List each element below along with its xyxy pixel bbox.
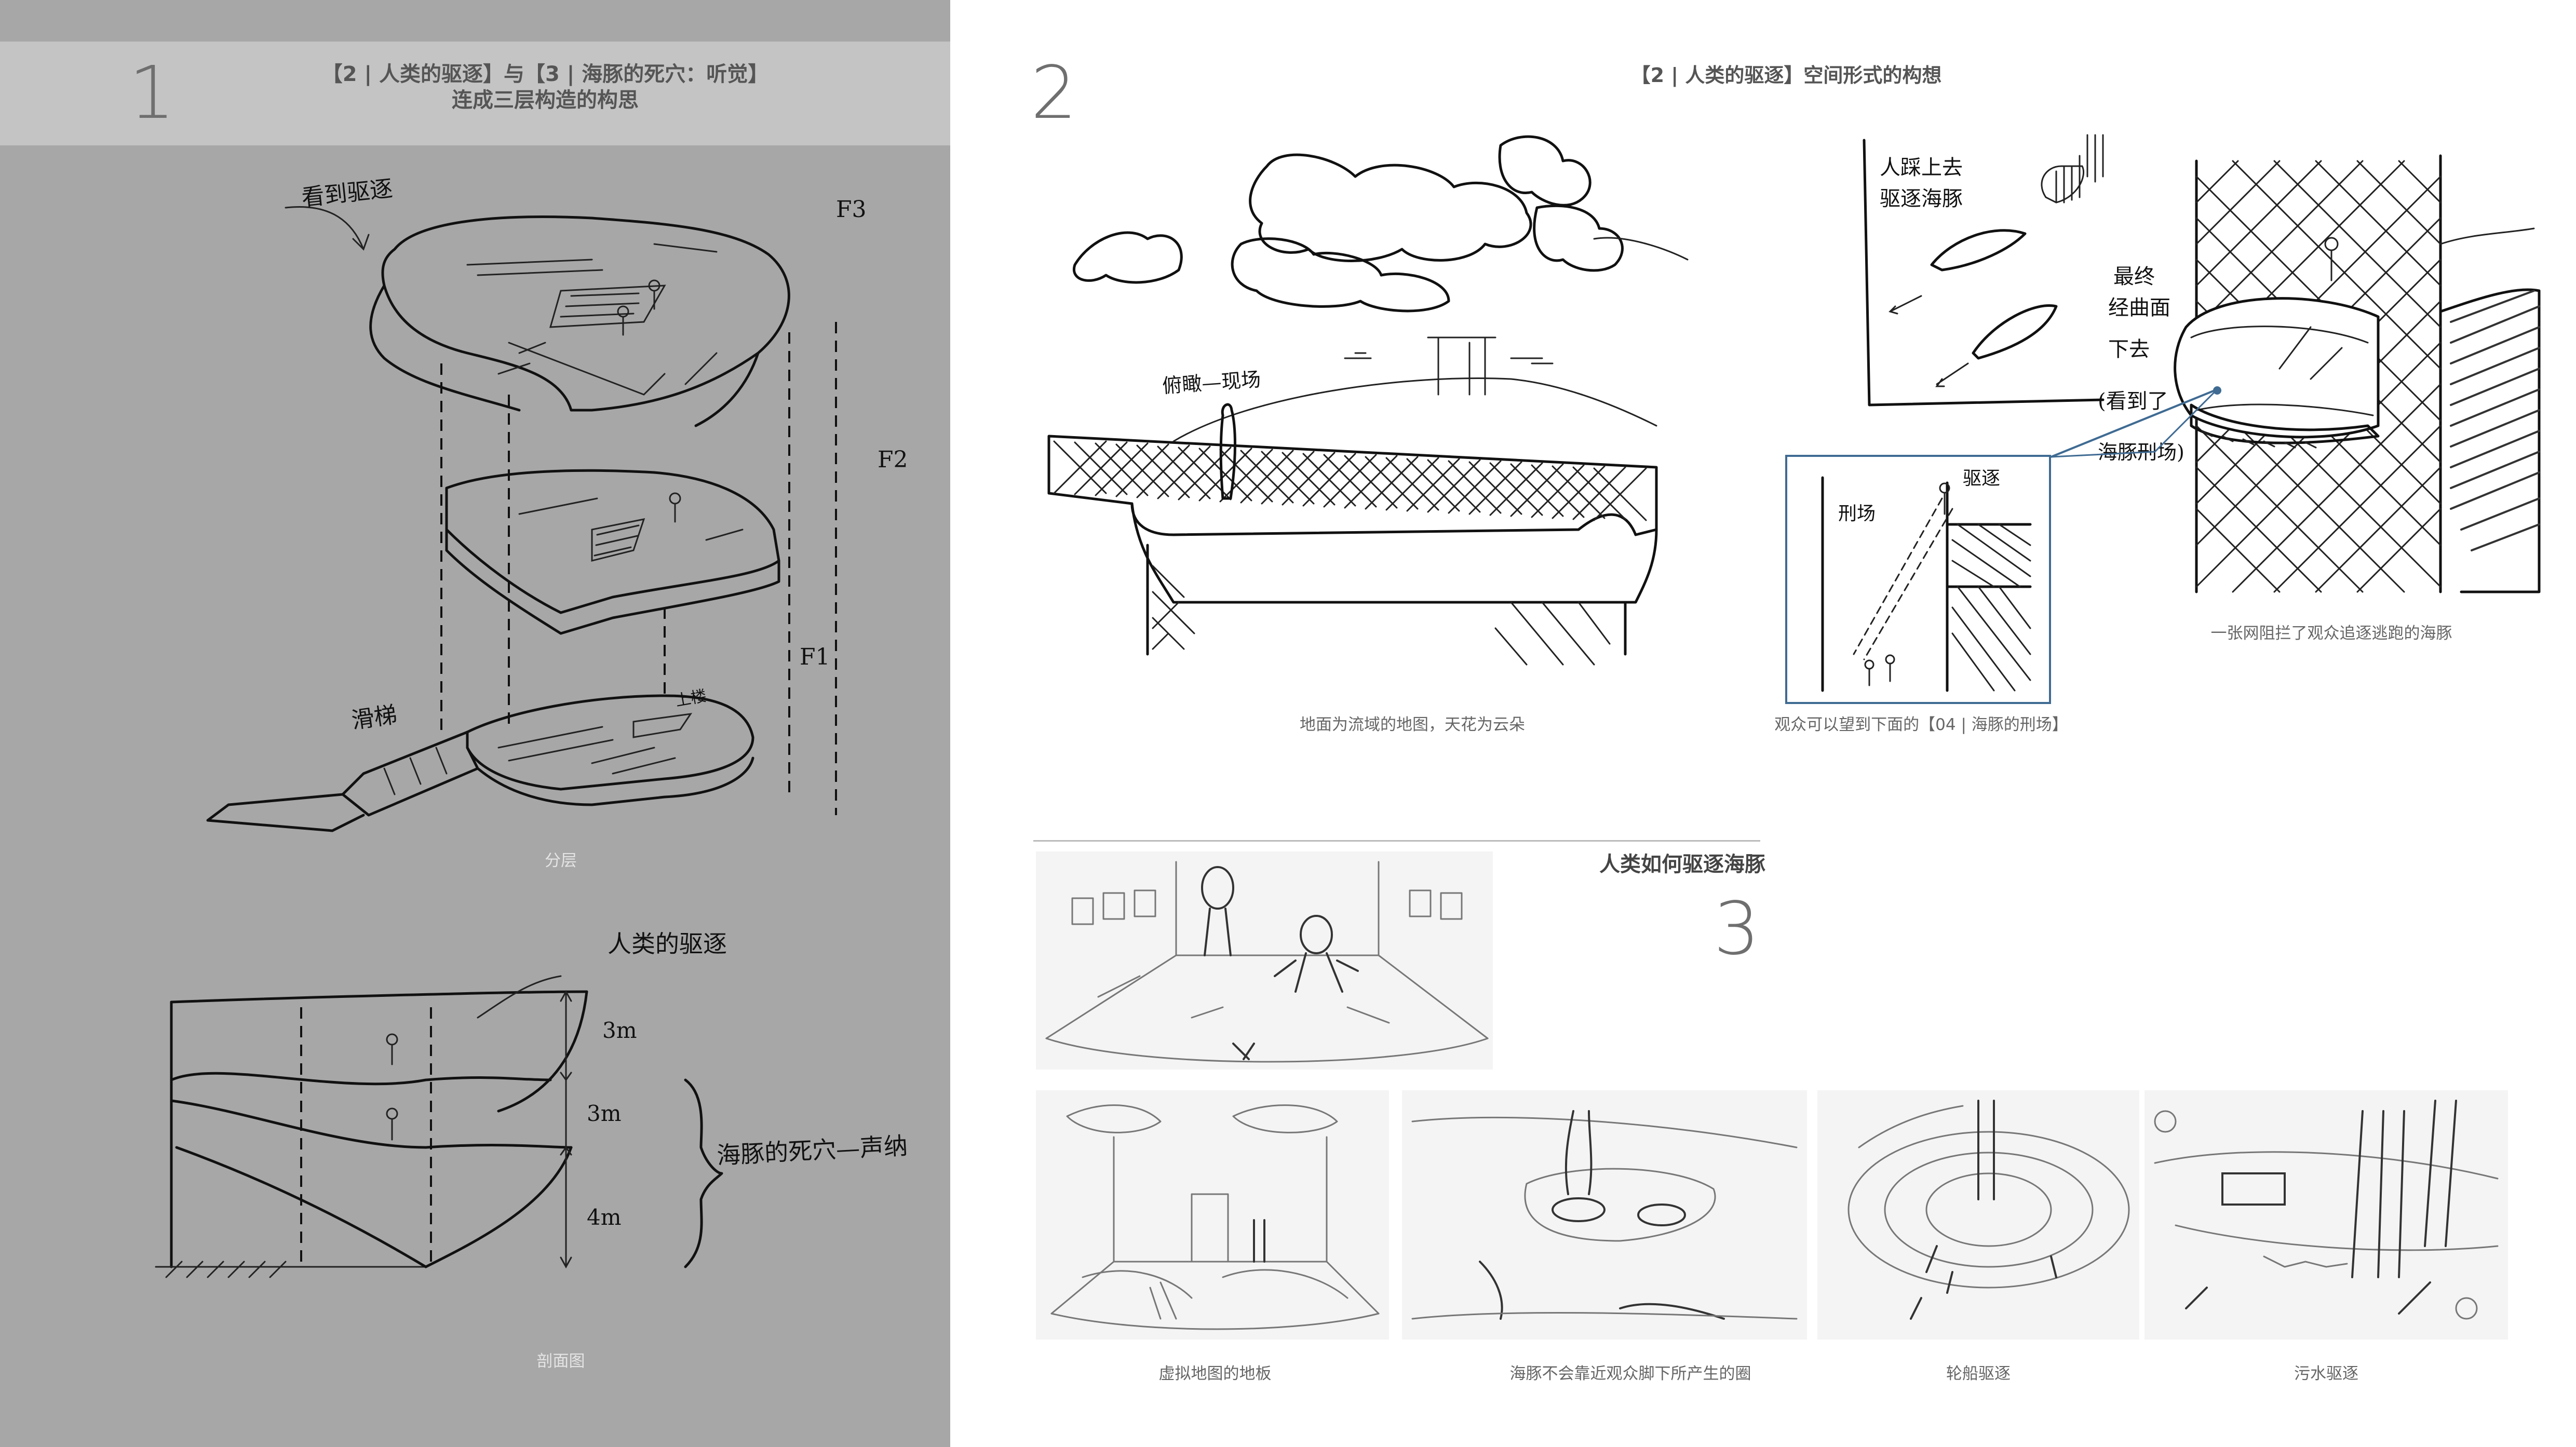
inset-sketch bbox=[1802, 467, 2035, 696]
sketch-b-note-final: 最终 bbox=[2113, 265, 2155, 289]
sketch-b-note-final4: (看到了 bbox=[2098, 389, 2168, 413]
section1-title-line2: 连成三层构造的构思 bbox=[452, 88, 639, 112]
pencil-circle-sketch bbox=[1402, 1090, 1807, 1340]
section3-title: 人类如何驱逐海豚 bbox=[1599, 853, 1765, 876]
axon-caption: 分层 bbox=[545, 851, 577, 870]
sketch-b-caption: 观众可以望到下面的【04 | 海豚的刑场】 bbox=[1774, 715, 2068, 734]
section2-number: 2 bbox=[1031, 51, 1077, 136]
axon-note-f3: F3 bbox=[836, 196, 867, 223]
sketch-a-caption: 地面为流域的地图，天花为云朵 bbox=[1300, 715, 1525, 734]
pencil-map-floor-frame bbox=[1036, 1090, 1389, 1340]
sketch-dolphin-drive bbox=[1859, 135, 2108, 415]
pencil-room-frame bbox=[1036, 851, 1493, 1070]
inset-note-a: 刑场 bbox=[1838, 503, 1876, 524]
sketch-cloud-ceiling bbox=[1044, 135, 1734, 680]
section3-caption-4: 污水驱逐 bbox=[2294, 1364, 2358, 1383]
section3-caption-3: 轮船驱逐 bbox=[1946, 1364, 2011, 1383]
pencil-ship-sketch bbox=[1817, 1090, 2139, 1340]
section-note-h3: 4m bbox=[587, 1205, 622, 1230]
section3-caption-2: 海豚不会靠近观众脚下所产生的圈 bbox=[1509, 1364, 1751, 1383]
section-note-label: 人类的驱逐 bbox=[608, 930, 727, 958]
sketch-b-note-top: 人踩上去 bbox=[1880, 156, 1963, 180]
section-note-h1: 3m bbox=[602, 1018, 637, 1043]
sketch-net-wall bbox=[2139, 156, 2544, 613]
sketch-c-caption: 一张网阻拦了观众追逐逃跑的海豚 bbox=[2210, 624, 2452, 643]
pencil-map-floor-sketch bbox=[1036, 1090, 1389, 1340]
section1-title-line1: 【2 | 人类的驱逐】与【3 | 海豚的死穴：听觉】 bbox=[321, 62, 769, 86]
axon-note-slide: 滑梯 bbox=[349, 701, 399, 734]
section-note-h2: 3m bbox=[587, 1101, 622, 1126]
section-sketch bbox=[156, 976, 966, 1298]
pencil-sewage-sketch bbox=[2145, 1090, 2508, 1340]
section3-caption-1: 虚拟地图的地板 bbox=[1158, 1364, 1272, 1383]
inset-connector bbox=[2051, 389, 2228, 462]
axon-layers-sketch bbox=[197, 166, 924, 851]
pencil-circle-frame bbox=[1402, 1090, 1807, 1340]
section2-title: 【2 | 人类的驱逐】空间形式的构想 bbox=[1630, 64, 1942, 87]
section1-title-band bbox=[0, 42, 950, 145]
axon-note-f2: F2 bbox=[878, 447, 908, 473]
inset-box bbox=[1785, 455, 2051, 704]
section-caption: 剖面图 bbox=[536, 1352, 585, 1371]
pencil-room-sketch bbox=[1036, 851, 1493, 1070]
sketch-b-note-top2: 驱逐海豚 bbox=[1880, 187, 1963, 211]
inset-note-b: 驱逐 bbox=[1963, 468, 2001, 489]
section1-title: 【2 | 人类的驱逐】与【3 | 海豚的死穴：听觉】 连成三层构造的构思 bbox=[291, 61, 800, 113]
left-panel bbox=[0, 0, 950, 1447]
sketch-b-note-final3: 下去 bbox=[2108, 337, 2150, 361]
axon-note-f1: F1 bbox=[800, 644, 830, 670]
section3-divider bbox=[1033, 840, 1760, 842]
section3-number: 3 bbox=[1714, 887, 1760, 971]
sketch-b-note-final2: 经曲面 bbox=[2108, 296, 2170, 320]
section1-number: 1 bbox=[129, 51, 176, 136]
